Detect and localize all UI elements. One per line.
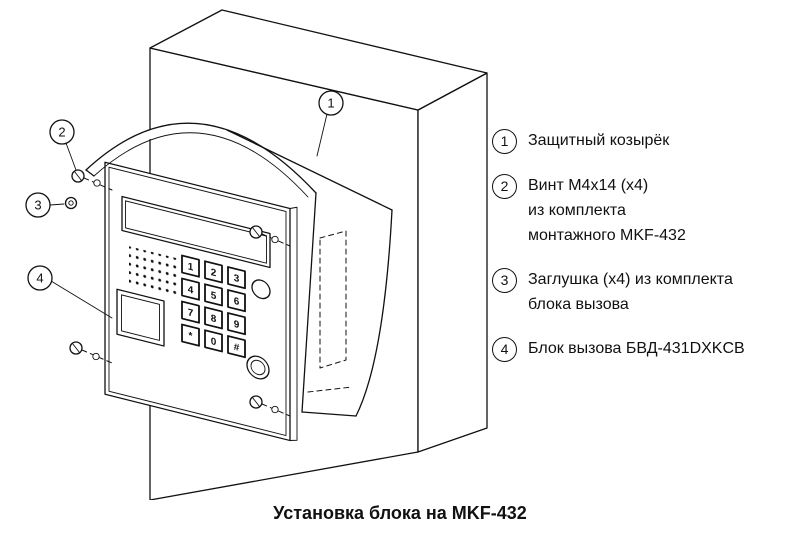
legend-item-3-text: Заглушка (х4) из комплекта блока вызова [528, 267, 733, 317]
plug [271, 405, 279, 414]
legend-item-4: 4 Блок вызова БВД-431DXKCB [492, 336, 792, 362]
legend-line: Винт М4х14 (х4) [528, 177, 649, 194]
keypad-button-label: 8 [211, 313, 217, 325]
keypad-button-label: 5 [211, 290, 217, 302]
keypad-button-label: 6 [234, 296, 240, 308]
camera-window [116, 288, 165, 347]
legend: 1 Защитный козырёк 2 Винт М4х14 (х4) из … [492, 128, 792, 381]
keypad-button [204, 260, 223, 284]
keypad-button [227, 289, 246, 313]
legend-item-1-text: Защитный козырёк [528, 128, 669, 154]
legend-line: Защитный козырёк [528, 132, 670, 149]
keypad-button [181, 254, 200, 278]
callout-4: 4 [27, 265, 113, 319]
callout-2: 2 [49, 119, 77, 171]
keypad-button-label: 0 [211, 336, 217, 348]
legend-line: из комплекта [528, 202, 626, 219]
callout-3: 3 [25, 192, 65, 218]
legend-item-3: 3 Заглушка (х4) из комплекта блока вызов… [492, 267, 792, 317]
callout-2-label: 2 [58, 125, 65, 140]
callout-1-label: 1 [327, 96, 334, 111]
callout-1: 1 [316, 90, 344, 157]
keypad-button [181, 323, 200, 347]
keypad-button-label: 9 [234, 319, 240, 331]
protective-visor [86, 115, 393, 417]
legend-item-2-number: 2 [492, 174, 517, 199]
display-window [121, 195, 271, 269]
keypad-button-label: * [189, 331, 193, 343]
legend-item-4-number: 4 [492, 337, 517, 362]
legend-item-1-number: 1 [492, 129, 517, 154]
speaker-grille [129, 246, 179, 299]
screw-bottom-right [249, 395, 291, 417]
screw-top-right [249, 225, 291, 247]
keypad-button-label: 7 [188, 307, 194, 319]
callout-4-label: 4 [36, 271, 43, 286]
keypad-button [204, 283, 223, 307]
keypad-button-label: 1 [188, 261, 194, 273]
callout-3-label: 3 [34, 198, 41, 213]
legend-line: монтажного MKF-432 [528, 227, 686, 244]
plug [92, 352, 100, 361]
call-button-large [246, 355, 270, 380]
legend-item-4-text: Блок вызова БВД-431DXKCB [528, 336, 745, 362]
legend-line: Блок вызова БВД-431DXKCB [528, 340, 745, 357]
keypad-button [181, 300, 200, 324]
keypad-button [204, 329, 223, 353]
legend-item-2: 2 Винт М4х14 (х4) из комплекта монтажног… [492, 173, 792, 248]
caption: Установка блока на MKF-432 [273, 503, 527, 523]
keypad-button-label: 2 [211, 267, 217, 279]
screw-top-left [71, 169, 113, 191]
keypad: 1 2 3 4 5 6 7 8 9 * 0 # [181, 254, 246, 359]
plug [271, 235, 279, 244]
legend-item-1: 1 Защитный козырёк [492, 128, 792, 154]
call-button-small [251, 279, 271, 300]
legend-line: Заглушка (х4) из комплекта [528, 271, 733, 288]
screw-bottom-left [69, 341, 113, 364]
plug-item [64, 196, 78, 210]
call-panel: 1 2 3 4 5 6 7 8 9 * 0 # [104, 161, 298, 442]
keypad-button [227, 266, 246, 290]
keypad-button-label: # [234, 342, 240, 354]
visor-front-rim [85, 122, 317, 413]
legend-line: блока вызова [528, 296, 629, 313]
keypad-button [227, 312, 246, 336]
installation-drawing: 1 2 3 4 5 6 7 8 9 * 0 # [25, 9, 488, 500]
legend-item-3-number: 3 [492, 268, 517, 293]
legend-item-2-text: Винт М4х14 (х4) из комплекта монтажного … [528, 173, 686, 248]
plug [93, 179, 101, 187]
keypad-button-label: 4 [188, 284, 194, 296]
keypad-button [204, 306, 223, 330]
keypad-button [181, 277, 200, 301]
keypad-button-label: 3 [234, 273, 240, 285]
hidden-frame-lines [319, 230, 347, 369]
keypad-button [227, 335, 246, 359]
